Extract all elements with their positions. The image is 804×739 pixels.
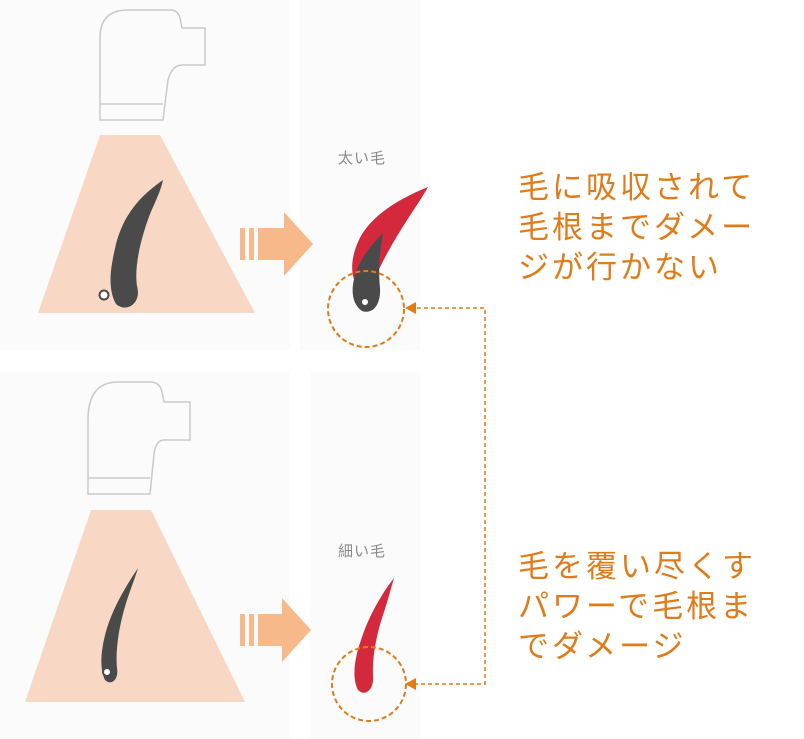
laser-device-icon (87, 381, 191, 495)
thick-hair-description: 毛に吸収されて 毛根までダメー ジが行かない (518, 168, 755, 288)
hair-root-icon (98, 289, 110, 301)
thick-hair-label: 太い毛 (338, 149, 387, 167)
thick-hair-icon (110, 180, 163, 308)
thin-hair-description: 毛を覆い尽くす パワーで毛根ま でダメージ (518, 547, 756, 667)
thin-hair-heated-icon (354, 578, 394, 693)
thin-hair-icon (101, 568, 138, 683)
description-line: パワーで毛根ま (518, 589, 755, 625)
hair-root-icon (360, 297, 370, 307)
description-line: 毛を覆い尽くす (518, 549, 756, 585)
thick-hair-core-icon (352, 233, 383, 312)
laser-device-icon (99, 9, 206, 121)
connector-bracket (410, 307, 486, 685)
description-line: でダメージ (518, 629, 687, 665)
hair-root-icon (102, 667, 112, 677)
description-line: 毛根までダメー (518, 210, 756, 246)
description-line: 毛に吸収されて (518, 170, 756, 206)
description-line: ジが行かない (518, 250, 722, 286)
right-arrow-icon (240, 598, 311, 662)
root-highlight-circle (327, 270, 405, 348)
connector-arrowhead-icon (405, 302, 416, 314)
light-beam-cone (25, 510, 245, 702)
connector-arrowhead-icon (405, 678, 416, 690)
light-beam-cone (38, 135, 255, 313)
thin-hair-label: 細い毛 (338, 542, 387, 560)
right-arrow-icon (240, 212, 313, 276)
